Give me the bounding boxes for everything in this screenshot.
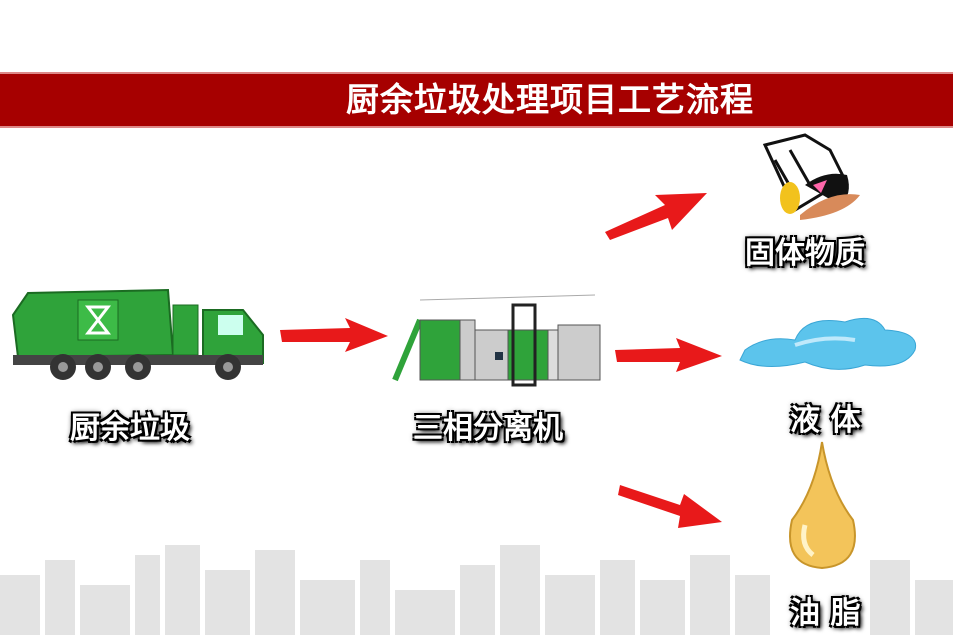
label-liquid: 液 体 [790,403,861,438]
title-band [0,72,953,128]
label-separator: 三相分离机 [413,411,563,446]
solid-waste-icon [762,133,860,220]
liquid-puddle-icon [739,317,917,370]
three-phase-separator-icon [392,294,601,387]
garbage-truck-icon [11,288,264,380]
label-oil: 油 脂 [790,596,861,631]
oil-drop-icon [789,441,856,570]
label-solid: 固体物质 [745,236,865,271]
page-title: 厨余垃圾处理项目工艺流程 [346,80,754,119]
label-kitchen-waste: 厨余垃圾 [70,411,190,446]
